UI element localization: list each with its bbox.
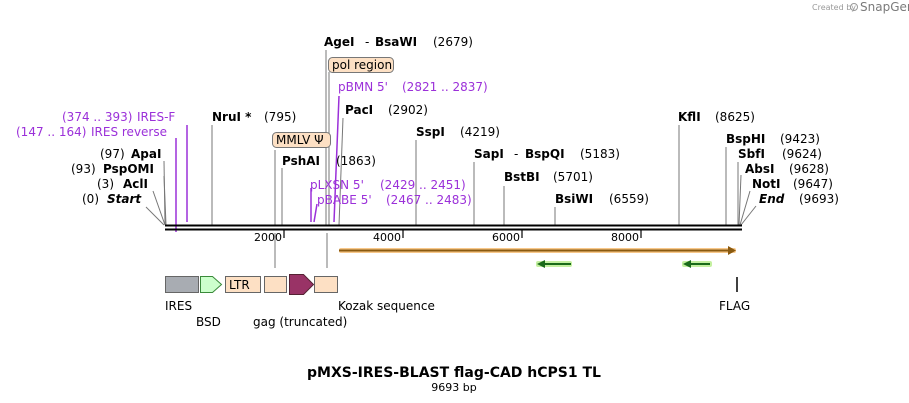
- site-bsphi: BspHI: [726, 132, 765, 146]
- site-kfli-pos: (8625): [715, 110, 755, 124]
- site-bsawi: BsaWI: [375, 35, 417, 49]
- site-lines: [145, 50, 757, 268]
- site-start-pos: (0): [82, 192, 99, 206]
- credit-brand: SnapGene: [860, 0, 909, 14]
- tick-8000: 8000: [611, 231, 639, 244]
- site-sapi-pos: (5183): [580, 147, 620, 161]
- site-bstbi-pos: (5701): [553, 170, 593, 184]
- site-noti-pos: (9647): [793, 177, 833, 191]
- site-nrui-pos: (795): [264, 110, 296, 124]
- primer-ires-rev: IRES reverse: [91, 125, 167, 139]
- site-noti: NotI: [752, 177, 781, 191]
- plasmid-title: pMXS-IRES-BLAST flag-CAD hCPS1 TL: [307, 365, 601, 381]
- kozak-box: [314, 276, 338, 293]
- plasmid-length: 9693 bp: [431, 381, 476, 394]
- site-bsphi-pos: (9423): [780, 132, 820, 146]
- primer-ires-f: IRES-F: [137, 110, 175, 124]
- orf-orange: [339, 246, 736, 255]
- pol-region-box: [328, 57, 394, 73]
- site-absi: AbsI: [745, 162, 774, 176]
- orf-green-2: [682, 260, 712, 268]
- tick-4000: 4000: [373, 231, 401, 244]
- primer-pbmn-range: (2821 .. 2837): [402, 80, 488, 94]
- primer-plxsn: pLXSN 5': [310, 178, 364, 192]
- site-bsiwi: BsiWI: [555, 192, 593, 206]
- bsd-label: BSD: [196, 315, 221, 329]
- snapgene-logo: [850, 3, 858, 11]
- site-dash-2: -: [514, 147, 518, 161]
- site-kfli: KflI: [678, 110, 701, 124]
- site-agei-pos: (2679): [433, 35, 473, 49]
- site-bsiwi-pos: (6559): [609, 192, 649, 206]
- primer-pbabe: pBABE 5': [317, 193, 372, 207]
- site-end-pos: (9693): [799, 192, 839, 206]
- ruler-ticks: [283, 230, 642, 238]
- site-bstbi: BstBI: [504, 170, 540, 184]
- site-agei: AgeI: [324, 35, 354, 49]
- site-sspi: SspI: [416, 125, 445, 139]
- site-pshai-pos: (1863): [336, 154, 376, 168]
- ltr-label: LTR: [229, 278, 250, 292]
- site-sbfi: SbfI: [738, 147, 765, 161]
- site-apai: ApaI: [131, 147, 161, 161]
- backbone: [165, 224, 742, 231]
- site-apai-pos: (97): [100, 147, 125, 161]
- site-pshai: PshAI: [282, 154, 320, 168]
- site-paci-pos: (2902): [388, 103, 428, 117]
- tick-2000: 2000: [254, 231, 282, 244]
- site-dash-1: -: [365, 35, 369, 49]
- primer-lines: [175, 95, 340, 232]
- site-sbfi-pos: (9624): [782, 147, 822, 161]
- pol-region-label: pol region: [332, 58, 392, 72]
- primer-pbmn: pBMN 5': [338, 80, 388, 94]
- ires-label: IRES: [165, 299, 192, 313]
- primer-plxsn-range: (2429 .. 2451): [380, 178, 466, 192]
- tick-6000: 6000: [492, 231, 520, 244]
- site-nrui: NruI *: [212, 110, 252, 124]
- bsd-arrow: [200, 276, 223, 293]
- site-absi-pos: (9628): [789, 162, 829, 176]
- site-sapi: SapI: [474, 147, 504, 161]
- mmlv-box: [272, 132, 331, 148]
- orf-green-1: [536, 260, 572, 268]
- site-acli: AclI: [123, 177, 148, 191]
- primer-ires-f-range: (374 .. 393): [62, 110, 132, 124]
- primer-ires-rev-range: (147 .. 164): [16, 125, 86, 139]
- gag-arrow: [289, 274, 315, 295]
- kozak-label: Kozak sequence: [338, 299, 435, 313]
- site-start: Start: [107, 192, 142, 206]
- site-pspomi-pos: (93): [71, 162, 96, 176]
- ltr-box: [225, 276, 261, 293]
- site-bspqi: BspQI: [525, 147, 565, 161]
- site-acli-pos: (3): [97, 177, 114, 191]
- mmlv-label: MMLV Ψ: [276, 133, 324, 147]
- site-end: End: [759, 192, 785, 206]
- site-paci: PacI: [345, 103, 373, 117]
- site-sspi-pos: (4219): [460, 125, 500, 139]
- small-box-1: [264, 276, 287, 293]
- ires-box: [165, 276, 199, 293]
- site-pspomi: PspOMI: [103, 162, 154, 176]
- primer-pbabe-range: (2467 .. 2483): [386, 193, 472, 207]
- gag-label: gag (truncated): [253, 315, 347, 329]
- flag-label: FLAG: [719, 299, 750, 313]
- credit-text: Created by: [812, 3, 856, 12]
